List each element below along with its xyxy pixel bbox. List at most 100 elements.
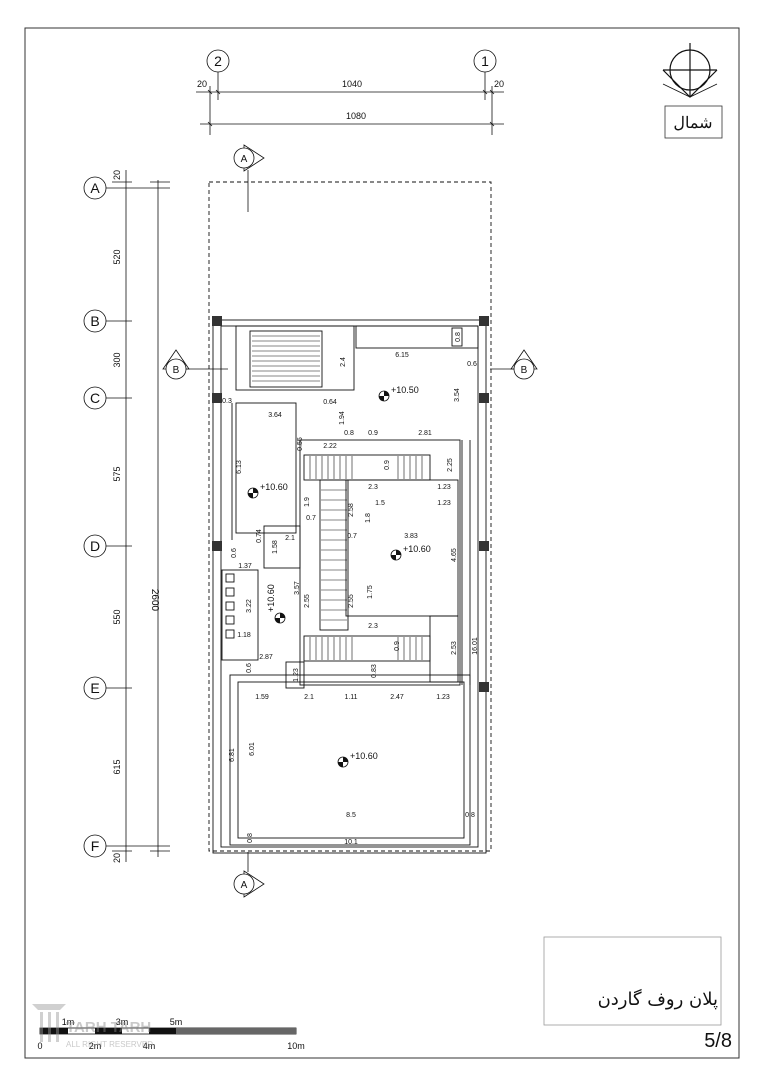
scale-label-0: 0: [37, 1041, 42, 1051]
svg-text:1.5: 1.5: [375, 500, 385, 507]
dim-row-3: 575: [112, 466, 122, 481]
svg-text:1.58: 1.58: [272, 540, 279, 554]
svg-text:16.01: 16.01: [472, 637, 479, 655]
svg-text:0.55: 0.55: [297, 437, 304, 451]
dim-col-right-end: 20: [494, 79, 504, 89]
svg-text:3.57: 3.57: [294, 581, 301, 595]
dim-row-2: 300: [112, 352, 122, 367]
svg-text:+10.60: +10.60: [350, 751, 378, 761]
scale-label-5m: 5m: [170, 1017, 183, 1027]
svg-text:A: A: [241, 154, 248, 165]
dim-row-5: 615: [112, 759, 122, 774]
svg-text:1.75: 1.75: [367, 585, 374, 599]
svg-text:2.47: 2.47: [390, 694, 404, 701]
svg-text:1.94: 1.94: [339, 411, 346, 425]
svg-text:6.15: 6.15: [395, 352, 409, 359]
watermark-logo: TARH TARH ALL RIGHT RESERVED: [32, 1004, 153, 1049]
section-marker-b-right: B: [490, 349, 538, 380]
section-marker-a-bottom: A: [233, 852, 265, 898]
svg-text:3.22: 3.22: [246, 599, 253, 613]
svg-text:2.3: 2.3: [368, 623, 378, 630]
svg-text:1.37: 1.37: [238, 563, 252, 570]
svg-text:0.6: 0.6: [467, 361, 477, 368]
dim-row-4: 550: [112, 609, 122, 624]
svg-text:6.81: 6.81: [229, 748, 236, 762]
svg-text:8.5: 8.5: [346, 812, 356, 819]
svg-text:0.6: 0.6: [231, 548, 238, 558]
floor-plan: [208, 181, 492, 854]
svg-text:0.3: 0.3: [222, 398, 232, 405]
svg-text:2.1: 2.1: [304, 694, 314, 701]
svg-text:+10.50: +10.50: [391, 385, 419, 395]
svg-text:3.54: 3.54: [454, 388, 461, 402]
svg-text:2.53: 2.53: [451, 641, 458, 655]
grid-label-D: D: [90, 538, 100, 554]
svg-text:0.8: 0.8: [344, 430, 354, 437]
svg-text:+10.60: +10.60: [403, 544, 431, 554]
dim-row-6: 20: [112, 853, 122, 863]
sheet-number: 5/8: [704, 1030, 732, 1052]
grid-label-F: F: [91, 838, 100, 854]
scale-label-3m: 3m: [116, 1017, 129, 1027]
grid-label-1: 1: [481, 53, 489, 69]
svg-text:2.81: 2.81: [418, 430, 432, 437]
dim-row-1: 520: [112, 249, 122, 264]
dim-col-middle: 1040: [342, 79, 362, 89]
title-block: پلان روف گاردن: [543, 936, 722, 1026]
scale-bar: 1m 3m 5m 0 2m 4m 10m: [37, 1017, 304, 1051]
svg-text:0.6: 0.6: [246, 663, 253, 673]
dim-col-left-end: 20: [197, 79, 207, 89]
svg-text:2.87: 2.87: [259, 654, 273, 661]
section-marker-b-left: B: [162, 349, 228, 380]
grid-label-A: A: [90, 180, 100, 196]
svg-text:1.18: 1.18: [237, 632, 251, 639]
grid-label-E: E: [90, 680, 99, 696]
svg-text:A: A: [241, 880, 248, 891]
svg-text:0.9: 0.9: [368, 430, 378, 437]
svg-text:0.9: 0.9: [394, 641, 401, 651]
svg-text:2.55: 2.55: [348, 594, 355, 608]
svg-text:10.1: 10.1: [344, 839, 358, 846]
svg-text:1.59: 1.59: [255, 694, 269, 701]
svg-text:1.23: 1.23: [437, 500, 451, 507]
svg-text:4.65: 4.65: [451, 548, 458, 562]
level-marker-bench: +10.60: [266, 584, 286, 624]
watermark-rights: ALL RIGHT RESERVED: [66, 1040, 153, 1049]
grid-label-C: C: [90, 390, 100, 406]
section-marker-a-top: A: [233, 144, 265, 212]
svg-text:B: B: [173, 365, 180, 376]
svg-text:3.83: 3.83: [404, 533, 418, 540]
svg-text:+10.60: +10.60: [260, 482, 288, 492]
svg-text:0.7: 0.7: [347, 533, 357, 540]
svg-text:0.8: 0.8: [247, 833, 254, 843]
svg-text:1.8: 1.8: [365, 513, 372, 523]
svg-text:0.9: 0.9: [384, 460, 391, 470]
scale-label-2m: 2m: [89, 1041, 102, 1051]
svg-text:1.23: 1.23: [437, 484, 451, 491]
svg-text:2.22: 2.22: [323, 443, 337, 450]
north-stamp: شمال: [664, 105, 723, 139]
svg-text:B: B: [521, 365, 528, 376]
svg-text:1.23: 1.23: [436, 694, 450, 701]
svg-text:6.13: 6.13: [236, 460, 243, 474]
grid-label-B: B: [90, 313, 99, 329]
svg-text:2.3: 2.3: [368, 484, 378, 491]
svg-text:3.64: 3.64: [268, 412, 282, 419]
svg-text:0.64: 0.64: [323, 399, 337, 406]
sheet-title: پلان روف گاردن: [598, 988, 718, 1010]
svg-text:2.25: 2.25: [447, 458, 454, 472]
svg-text:2.55: 2.55: [304, 594, 311, 608]
column-grid: [196, 49, 504, 135]
level-marker-garden: +10.60: [337, 751, 378, 768]
svg-text:0.8: 0.8: [465, 812, 475, 819]
grid-label-2: 2: [214, 53, 222, 69]
svg-text:1.9: 1.9: [304, 497, 311, 507]
scale-label-1m: 1m: [62, 1017, 75, 1027]
dim-col-overall: 1080: [346, 111, 366, 121]
dim-total-height: 2600: [149, 589, 160, 612]
row-grid: [83, 170, 170, 862]
scale-label-4m: 4m: [143, 1041, 156, 1051]
svg-text:1.23: 1.23: [293, 668, 300, 682]
north-arrow-icon: [662, 43, 718, 98]
